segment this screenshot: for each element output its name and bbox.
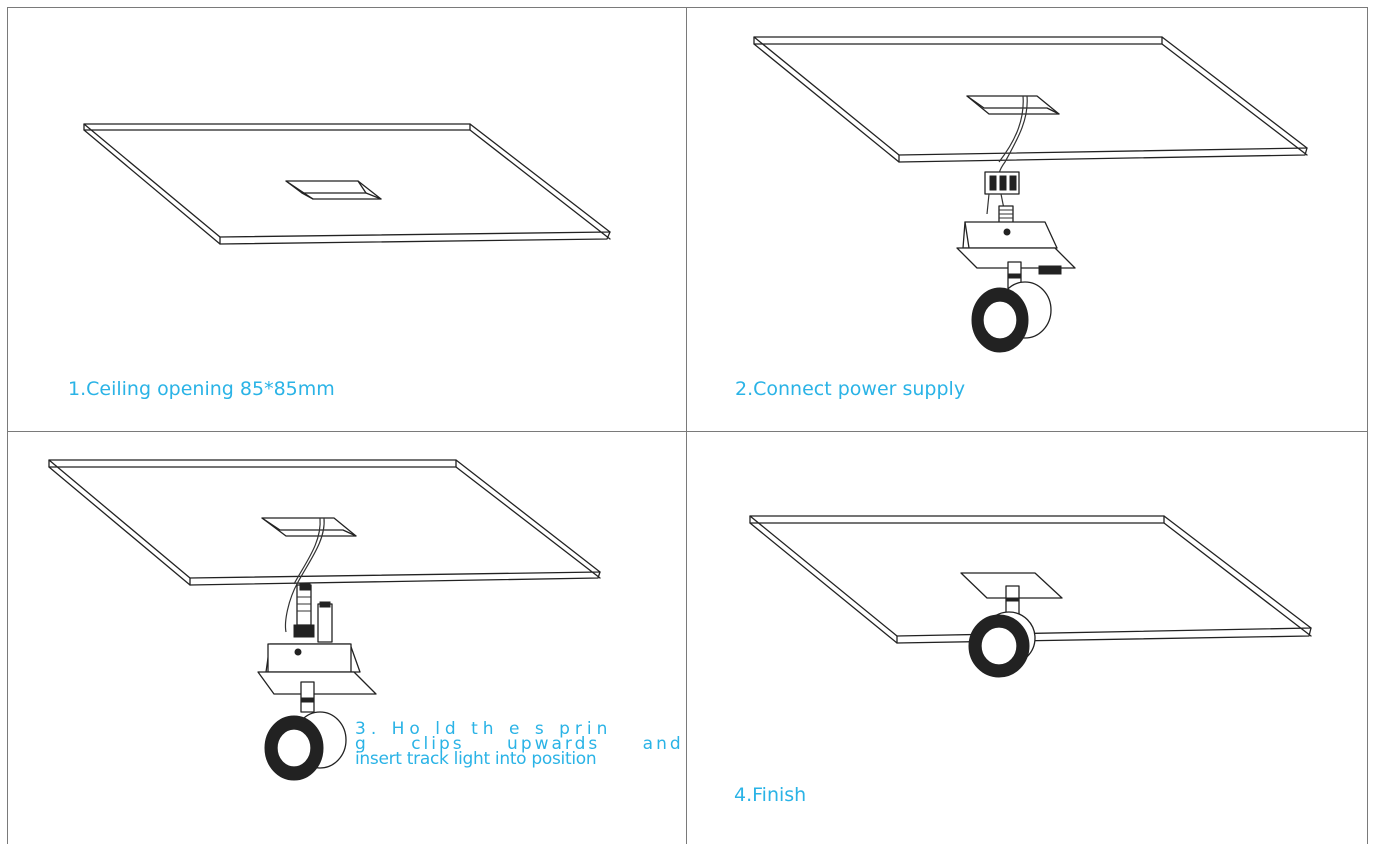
- step-3-caption-line-1: 3. Ho ld th e s prin: [355, 719, 613, 739]
- step-3-illustration: [48, 459, 601, 781]
- step-3-caption: 3. Ho ld th e s prin g clips upwards and…: [355, 719, 684, 769]
- spring-clips: [293, 583, 333, 643]
- step-2-caption: 2.Connect power supply: [735, 378, 966, 400]
- step-1-caption: 1.Ceiling opening 85*85mm: [68, 378, 335, 400]
- step-4-panel: 4.Finish: [687, 432, 1368, 844]
- step-3-caption-line-2: g clips upwards and: [355, 734, 684, 754]
- frame-top-border: [7, 7, 1368, 8]
- frame-left-border: [7, 7, 8, 844]
- mounting-box: [956, 221, 1076, 275]
- step-3-caption-line-3: insert track light into position: [355, 749, 597, 769]
- terminal-connector: [984, 171, 1020, 215]
- step-1-panel: 1.Ceiling opening 85*85mm: [0, 0, 686, 431]
- ceiling-opening: [261, 517, 357, 537]
- spotlight: [971, 261, 1052, 353]
- step-2-panel: 2.Connect power supply: [687, 0, 1368, 431]
- step-2-illustration: [753, 36, 1308, 353]
- ceiling-opening: [966, 95, 1060, 115]
- frame-row-divider: [7, 431, 1368, 432]
- frame-center-divider: [686, 7, 687, 844]
- spotlight: [264, 681, 347, 781]
- step-4-illustration: [749, 515, 1312, 678]
- step-3-panel: 3. Ho ld th e s prin g clips upwards and…: [0, 432, 686, 844]
- power-wire: [284, 517, 325, 633]
- spotlight: [968, 585, 1036, 678]
- step-4-caption: 4.Finish: [734, 784, 807, 806]
- ceiling-opening: [285, 180, 382, 200]
- mounting-box: [257, 643, 377, 695]
- frame-right-border: [1367, 7, 1368, 844]
- step-1-illustration: [83, 123, 611, 245]
